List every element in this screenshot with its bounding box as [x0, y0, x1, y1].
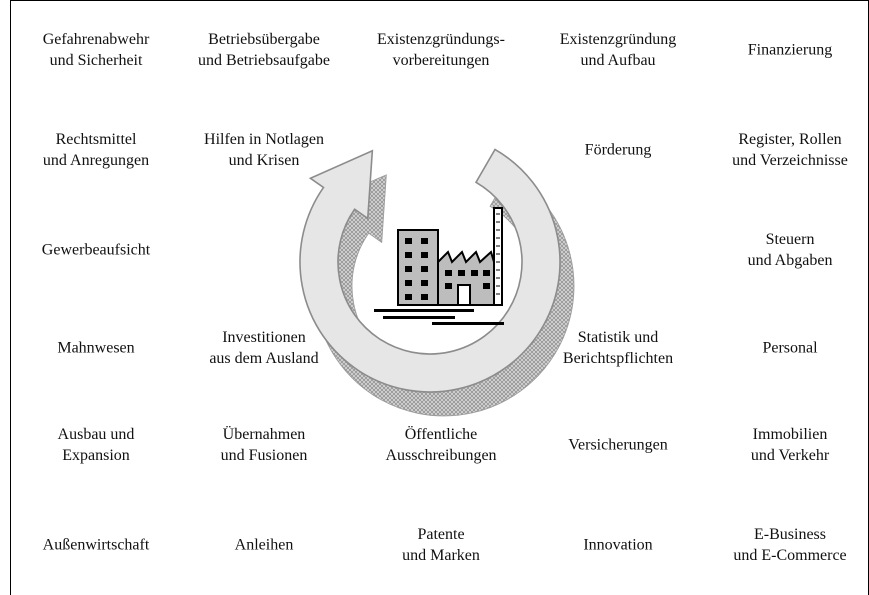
topic-label: Mahnwesen [57, 339, 135, 357]
topic-label: Existenzgründung und Aufbau [559, 31, 677, 69]
topic-label: Ausbau und Expansion [57, 426, 135, 464]
topic-label: Register, Rollen und Verzeichnisse [732, 131, 848, 169]
topic-label: Immobilien und Verkehr [750, 426, 830, 464]
topic-label: Gefahrenabwehr und Sicherheit [42, 31, 150, 69]
topic-label: Hilfen in Notlagen und Krisen [204, 131, 324, 169]
topic-label: Patente und Marken [402, 526, 480, 564]
frame-top-border [10, 0, 869, 1]
frame-left-border [10, 0, 11, 595]
topic-label: Existenzgründungs- vorbereitungen [377, 31, 505, 69]
topic-label: Statistik und Berichtspflichten [562, 329, 674, 367]
topic-label: Versicherungen [568, 436, 668, 454]
topic-label: Übernahmen und Fusionen [220, 426, 308, 464]
factory-icon [374, 207, 504, 325]
topic-label: Anleihen [234, 536, 294, 554]
topic-label: Steuern und Abgaben [747, 231, 833, 269]
topic-label: Personal [762, 339, 818, 357]
topic-label: Finanzierung [747, 41, 833, 59]
topic-label: Öffentliche Ausschreibungen [385, 426, 497, 464]
topic-label: Innovation [583, 536, 653, 554]
topic-label: Außenwirtschaft [42, 536, 150, 554]
topic-label: Betriebsübergabe und Betriebsaufgabe [198, 31, 330, 69]
topic-label: Rechtsmittel und Anregungen [42, 131, 150, 169]
topic-label: Förderung [584, 141, 652, 159]
topic-label: Investitionen aus dem Ausland [209, 329, 319, 367]
cycle-arrow [299, 148, 561, 393]
topic-label: E-Business und E-Commerce [733, 526, 847, 564]
topic-label: Gewerbeaufsicht [41, 241, 151, 259]
